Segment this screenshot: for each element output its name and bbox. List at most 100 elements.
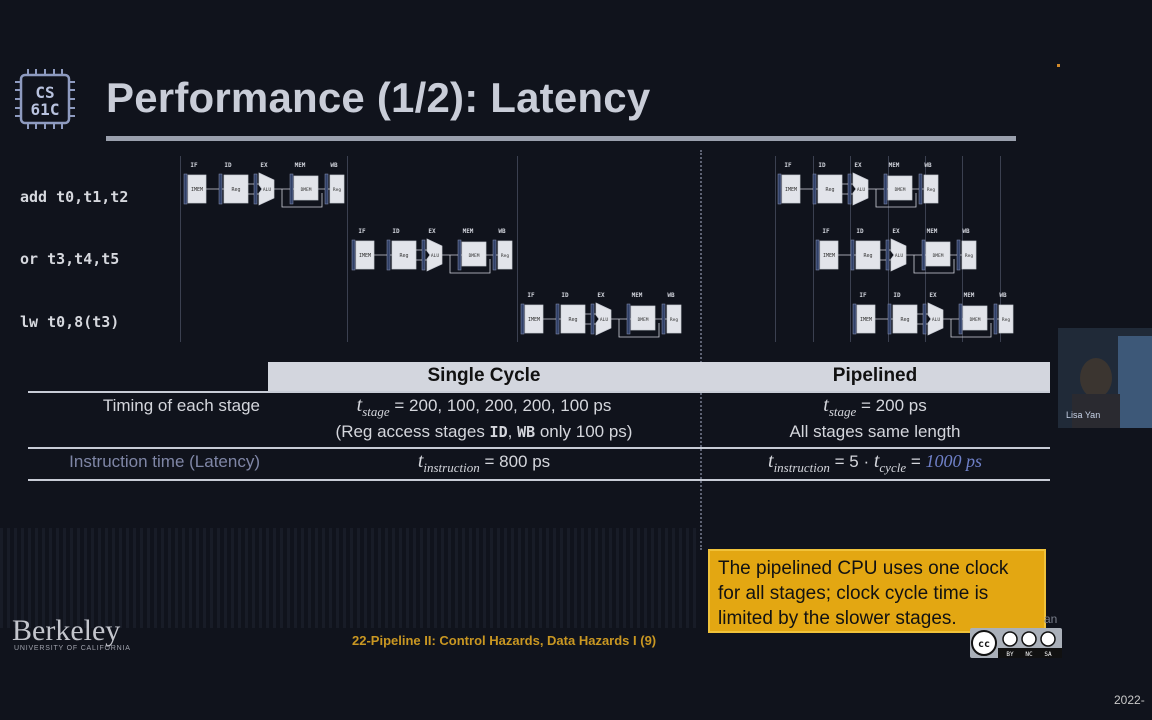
cc-license-badge: cc BY NC SA <box>970 628 1062 658</box>
reg-label: Reg <box>900 317 909 323</box>
pipeline-register <box>883 173 888 205</box>
pipeline-register <box>812 173 817 205</box>
berkeley-subtitle: UNIVERSITY OF CALIFORNIA <box>14 645 131 652</box>
berkeley-wordmark: Berkeley <box>12 614 121 647</box>
bypass-wire <box>950 319 992 338</box>
pipeline-register <box>555 303 560 335</box>
row1-label: Timing of each stage <box>102 396 260 415</box>
stage-label-ex: EX <box>929 292 937 299</box>
instruction-lw: lw t0,8(t3) <box>20 313 120 331</box>
background-noise <box>0 528 700 628</box>
pipeline-register <box>386 239 391 271</box>
stage-label-id: ID <box>392 228 400 235</box>
reg-label: Reg <box>825 187 834 193</box>
pipeline-register <box>921 239 926 271</box>
pipeline-cycle-divider <box>775 156 776 342</box>
reg-wb-label: Reg <box>501 253 509 259</box>
reg-read-block <box>855 240 881 270</box>
stage-label-mem: MEM <box>463 228 474 235</box>
stage-label-mem: MEM <box>964 292 975 299</box>
stage-label-if: IF <box>784 162 792 169</box>
reg-label: Reg <box>568 317 577 323</box>
bypass-wire <box>618 319 660 338</box>
pipeline-register <box>492 239 497 271</box>
pipeline-register <box>993 303 998 335</box>
table-rule <box>28 447 1050 449</box>
stage-label-mem: MEM <box>889 162 900 169</box>
alu-label: ALU <box>431 253 439 259</box>
table-rule <box>28 391 1050 393</box>
dmem-label: DMEM <box>469 253 480 259</box>
pipeline-register <box>626 303 631 335</box>
pipeline-register <box>289 173 294 205</box>
pipeline-register <box>351 239 356 271</box>
dmem-block <box>630 305 656 331</box>
row1-single-timing: tstage = 200, 100, 200, 200, 100 ps <box>356 394 612 419</box>
dmem-block <box>293 175 319 201</box>
pipeline-register <box>777 173 782 205</box>
pipeline-register <box>457 239 462 271</box>
reg-label: Reg <box>863 253 872 259</box>
stage-label-wb: WB <box>962 228 970 235</box>
dmem-block <box>925 241 951 267</box>
imem-label: IMEM <box>528 317 540 323</box>
cc-partial-text: an <box>1044 612 1058 626</box>
pipeline-cycle-divider <box>1000 156 1001 342</box>
stage-label-if: IF <box>358 228 366 235</box>
pipeline-cycle-divider <box>813 156 814 342</box>
stage-label-ex: EX <box>854 162 862 169</box>
dmem-label: DMEM <box>895 187 906 193</box>
single-cycle-divider <box>180 156 181 342</box>
pipeline-register <box>918 173 923 205</box>
section-divider-dotted <box>700 150 702 550</box>
imem-label: IMEM <box>191 187 203 193</box>
pipeline-register <box>520 303 525 335</box>
stage-label-if: IF <box>822 228 830 235</box>
pipeline-register <box>661 303 666 335</box>
reg-read-block <box>223 174 249 204</box>
stage-label-if: IF <box>859 292 867 299</box>
alu-block <box>595 302 612 336</box>
dmem-label: DMEM <box>301 187 312 193</box>
reg-wb-label: Reg <box>965 253 973 259</box>
dmem-label: DMEM <box>638 317 649 323</box>
cs61c-chip-logo: CS 61C <box>15 69 75 129</box>
reg-wb-label: Reg <box>927 187 935 193</box>
stage-label-ex: EX <box>260 162 268 169</box>
alu-block <box>258 172 275 206</box>
stage-label-ex: EX <box>892 228 900 235</box>
row1-pipe-note: All stages same length <box>789 422 961 441</box>
stage-label-id: ID <box>561 292 569 299</box>
pipeline-register <box>183 173 188 205</box>
reg-read-block <box>391 240 417 270</box>
row2-single-latency: tinstruction = 800 ps <box>417 450 551 475</box>
stage-label-wb: WB <box>330 162 338 169</box>
dmem-block <box>461 241 487 267</box>
imem-label: IMEM <box>860 317 872 323</box>
stage-label-ex: EX <box>597 292 605 299</box>
pipeline-register <box>885 239 890 271</box>
alu-label: ALU <box>895 253 903 259</box>
cc-nc-icon <box>1021 631 1037 647</box>
cc-label-nc: NC <box>1025 651 1033 658</box>
stage-label-id: ID <box>893 292 901 299</box>
pipeline-register <box>958 303 963 335</box>
pipeline-register <box>922 303 927 335</box>
pipeline-register <box>956 239 961 271</box>
dmem-label: DMEM <box>933 253 944 259</box>
stage-label-mem: MEM <box>927 228 938 235</box>
single-cycle-divider <box>517 156 518 342</box>
row1-pipe-timing: tstage = 200 ps <box>823 394 927 419</box>
table-rule <box>28 479 1050 481</box>
callout-line3: limited by the slower stages. <box>718 608 957 629</box>
cc-label-sa: SA <box>1044 651 1052 658</box>
row2-label: Instruction time (Latency) <box>69 452 260 471</box>
logo-line1: CS <box>35 83 54 102</box>
stage-label-wb: WB <box>924 162 932 169</box>
bypass-wire <box>449 255 491 274</box>
